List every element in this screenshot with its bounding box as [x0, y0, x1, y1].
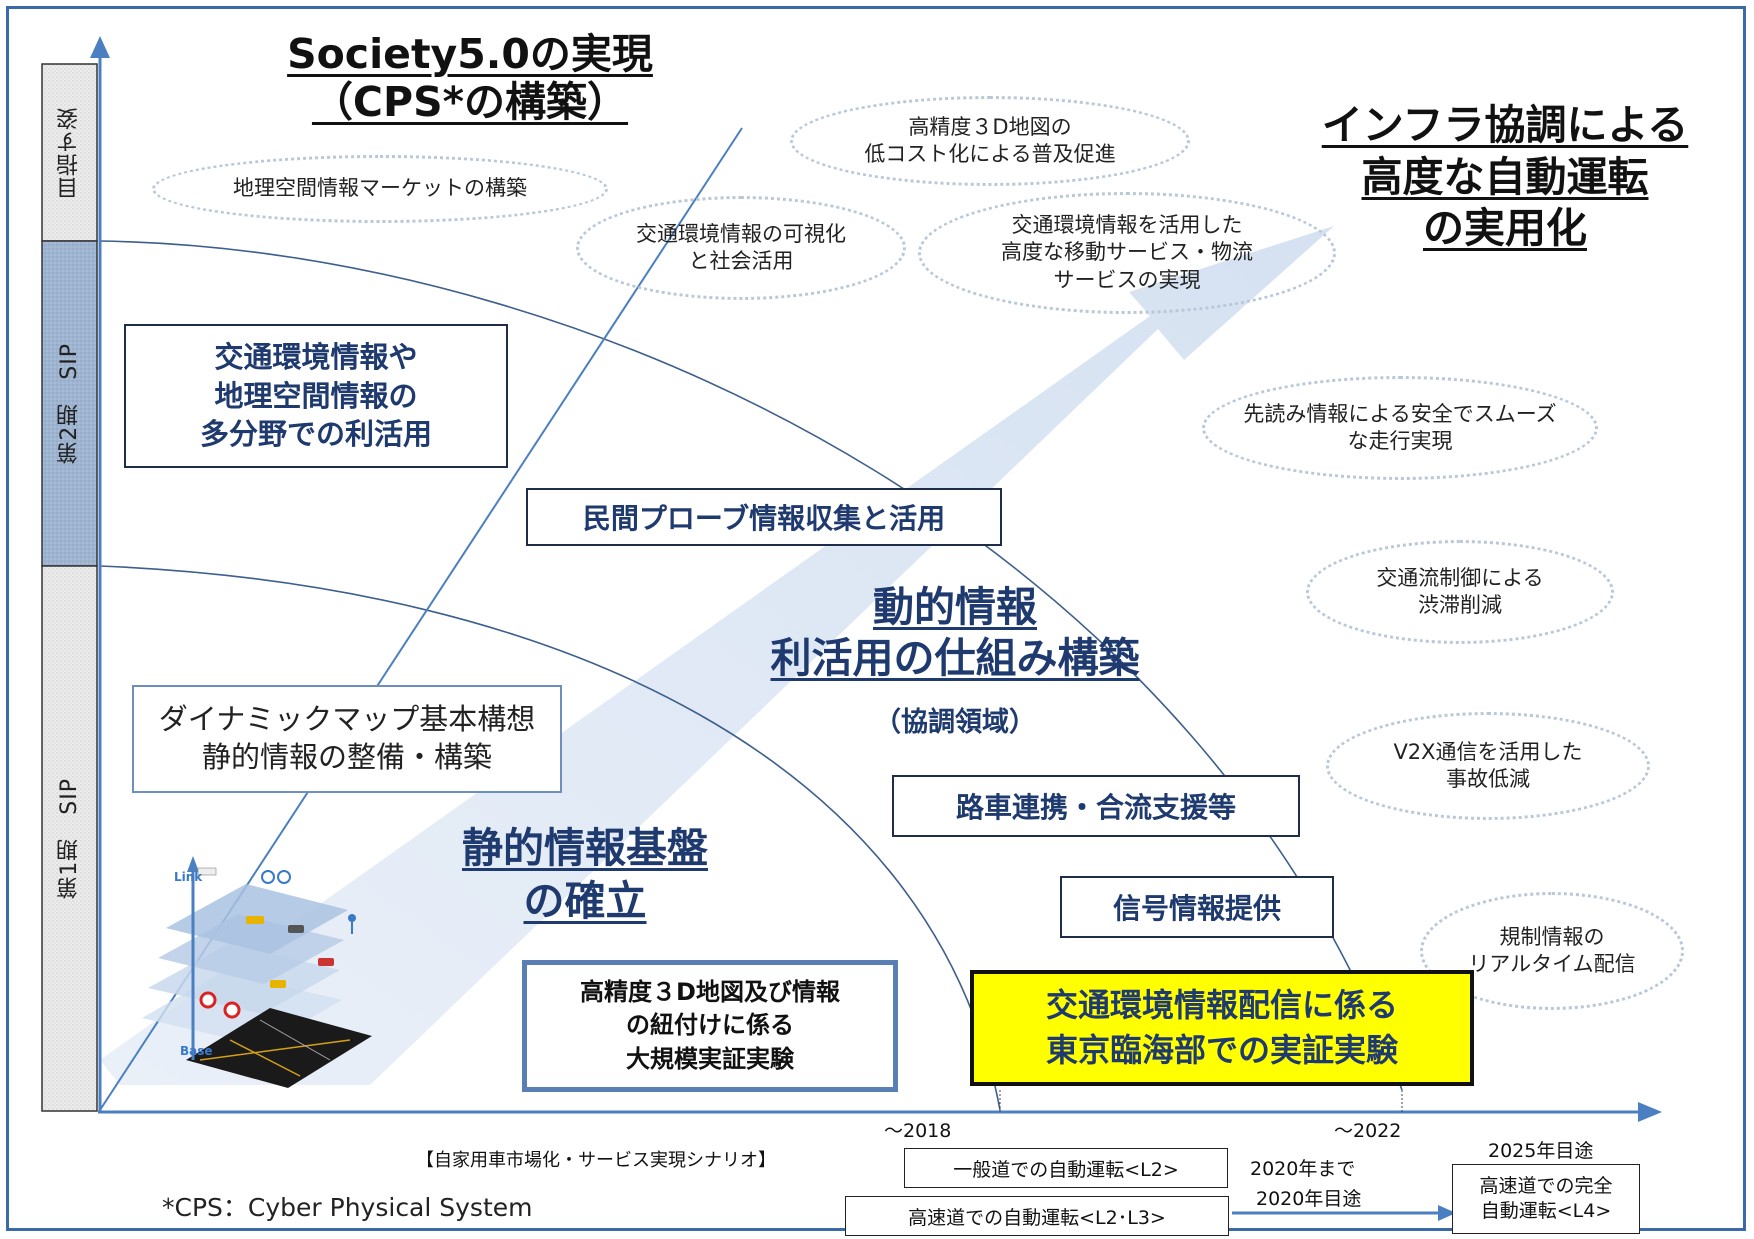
box-multi-field-use: 交通環境情報や地理空間情報の多分野での利活用 — [124, 324, 508, 468]
x-axis-arrowhead — [1638, 1102, 1662, 1122]
target-2020-label: 2020年目途 — [1256, 1188, 1362, 1210]
general-road-level: 一般道での自動運転<L2> — [904, 1148, 1228, 1188]
society-title: Society5.0の実現 （CPS*の構築） — [287, 30, 653, 127]
cloud-geo-market: 地理空間情報マーケットの構築 — [152, 155, 608, 223]
cloud-v2x: V2X通信を活用した事故低減 — [1326, 712, 1650, 820]
target-2025-label: 2025年目途 — [1488, 1140, 1594, 1162]
box-dynamic-map: ダイナミックマップ基本構想静的情報の整備・構築 — [132, 685, 562, 793]
phase-sip2-band — [41, 240, 98, 567]
dynamic-subtitle: （協調領域） — [874, 707, 1036, 738]
static-title: 静的情報基盤 の確立 — [462, 824, 708, 926]
cps-footnote: *CPS：Cyber Physical System — [162, 1193, 533, 1222]
phase-sip1-band — [41, 565, 98, 1112]
by-2020-label: 2020年まで — [1250, 1158, 1356, 1180]
map-link-label: Link — [174, 870, 203, 884]
phase-sip2-label: 第2期 SIP — [56, 343, 82, 464]
cloud-hd-map: 高精度３D地図の低コスト化による普及促進 — [790, 96, 1190, 186]
scenario-label: 【自家用車市場化・サービス実現シナリオ】 — [416, 1150, 776, 1171]
cloud-mobility: 交通環境情報を活用した高度な移動サービス・物流サービスの実現 — [918, 192, 1336, 314]
phase-goal-band — [41, 63, 98, 242]
cloud-preread: 先読み情報による安全でスムーズな走行実現 — [1202, 376, 1598, 480]
box-road-vehicle: 路車連携・合流支援等 — [892, 775, 1300, 837]
cloud-traffic-flow: 交通流制御による渋滞削減 — [1306, 540, 1614, 644]
full-auto-level: 高速道での完全自動運転<L4> — [1452, 1164, 1640, 1234]
progress-arrow — [100, 226, 1334, 1085]
dynamic-title: 動的情報 利活用の仕組み構築 — [770, 583, 1140, 683]
highway-level: 高速道での自動運転<L2･L3> — [845, 1196, 1229, 1236]
box-tokyo-experiment: 交通環境情報配信に係る東京臨海部での実証実験 — [970, 970, 1474, 1086]
tick-label-2022: ～2022 — [1334, 1120, 1402, 1142]
tick-label-2018: ～2018 — [884, 1120, 952, 1142]
cloud-visualization: 交通環境情報の可視化と社会活用 — [576, 196, 906, 300]
cloud-regulation: 規制情報のリアルタイム配信 — [1420, 892, 1684, 1010]
y-axis-arrowhead — [90, 36, 110, 58]
phase-sip1-label: 第1期 SIP — [56, 778, 82, 899]
box-probe: 民間プローブ情報収集と活用 — [526, 488, 1002, 546]
phase-goal-label: 目指す姿 — [56, 106, 82, 199]
box-hd3d-experiment: 高精度３D地図及び情報の紐付けに係る大規模実証実験 — [522, 960, 898, 1092]
box-signal: 信号情報提供 — [1060, 876, 1334, 938]
map-illustration — [142, 856, 372, 1088]
arc-sip1 — [99, 565, 1001, 1111]
timeline-arrowhead — [1438, 1205, 1456, 1221]
map-base-label: Base — [180, 1044, 213, 1058]
arc-sip2 — [99, 240, 1403, 1091]
infra-title: インフラ協調による 高度な自動運転 の実用化 — [1321, 101, 1689, 253]
